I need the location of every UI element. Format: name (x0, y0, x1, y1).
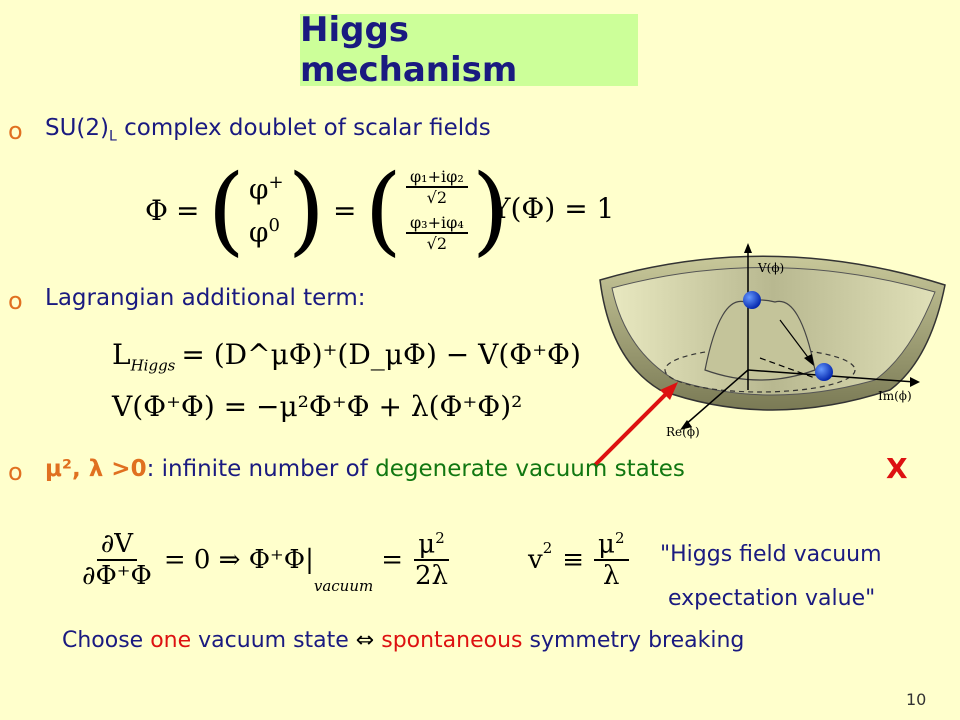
one-highlight: one (150, 628, 192, 653)
bullet-3-mid: : infinite number of (146, 456, 376, 482)
phi-zero: φ (248, 215, 269, 249)
re-phi-label: Re(ϕ) (666, 425, 700, 439)
bullet-marker-3: o (8, 458, 23, 486)
degenerate-vacuum-text: degenerate vacuum states (375, 456, 685, 482)
frac-top-den: √2 (426, 188, 448, 207)
mu-lambda-condition: μ², λ >0 (45, 456, 147, 482)
bullet-1-rest: complex doublet of scalar fields (116, 115, 491, 141)
hypercharge-equation: Y(Φ) = 1 (492, 192, 615, 225)
vev-quote-line-2: expectation value" (668, 586, 876, 611)
bullet-2-text: Lagrangian additional term: (45, 285, 366, 311)
re-axis (684, 369, 749, 426)
phi-symbol: Φ (145, 193, 168, 227)
equiv-symbol: ≡ (562, 545, 585, 575)
mu-num: μ (418, 529, 436, 560)
phi-plus: φ (248, 172, 269, 205)
mexican-hat-potential-figure: V(ϕ) Im(ϕ) Re(ϕ) (599, 243, 946, 439)
vacuum-subscript: vacuum (313, 577, 374, 595)
lagrangian-sub: Higgs (130, 356, 176, 375)
bullet-marker-1: o (8, 117, 23, 145)
central-hump (704, 299, 816, 381)
bullet-1-text: SU(2)L complex doublet of scalar fields (45, 115, 491, 145)
dphi-den: ∂Φ⁺Φ (82, 561, 152, 591)
bullet-3-text: μ², λ >0: infinite number of degenerate … (45, 456, 685, 482)
spontaneous-highlight: spontaneous (374, 628, 523, 653)
min-mid: = 0 ⇒ Φ⁺Φ| (163, 545, 314, 575)
lagrangian-equation: LHiggs = (D^μΦ)⁺(D_μΦ) − V(Φ⁺Φ) (112, 338, 581, 375)
bullet-marker-2: o (8, 287, 23, 315)
equals-2: = (333, 193, 357, 227)
ball-top (743, 291, 761, 309)
ball-bottom (815, 363, 833, 381)
frac-top-num: φ₁+iφ₂ (405, 167, 468, 188)
su2-text: SU(2) (45, 115, 110, 141)
frac-bot-den: √2 (426, 234, 448, 253)
frac-bot-num: φ₃+iφ₄ (405, 213, 468, 234)
lagrangian-L: L (112, 338, 131, 371)
slide-title: Higgs mechanism (300, 10, 518, 90)
page-number: 10 (906, 690, 927, 709)
cross-mark: X (886, 452, 908, 485)
vev-quote-line-1: "Higgs field vacuum (660, 542, 882, 567)
potential-equation: V(Φ⁺Φ) = −μ²Φ⁺Φ + λ(Φ⁺Φ)² (112, 390, 523, 423)
v-phi-label: V(ϕ) (757, 261, 784, 275)
bottom-statement: Choose one vacuum state ⇔ spontaneous sy… (62, 628, 745, 653)
su2-subscript: L (109, 128, 117, 145)
equals-1: = (175, 193, 200, 227)
equivalence-arrow: ⇔ (355, 628, 375, 653)
phi-doublet-equation: Φ = ( φ+ φ0 ) = ( φ₁+iφ₂√2 φ₃+iφ₄√2 ) (145, 154, 510, 266)
red-arrow (593, 382, 678, 467)
dv-num: ∂V (96, 529, 138, 561)
two-lambda-den: 2λ (415, 561, 449, 592)
lagrangian-rhs: = (D^μΦ)⁺(D_μΦ) − V(Φ⁺Φ) (181, 338, 581, 371)
title-box (300, 14, 638, 86)
im-phi-label: Im(ϕ) (878, 389, 912, 403)
v-symbol: v (528, 545, 543, 575)
trough-dashed (664, 347, 856, 393)
